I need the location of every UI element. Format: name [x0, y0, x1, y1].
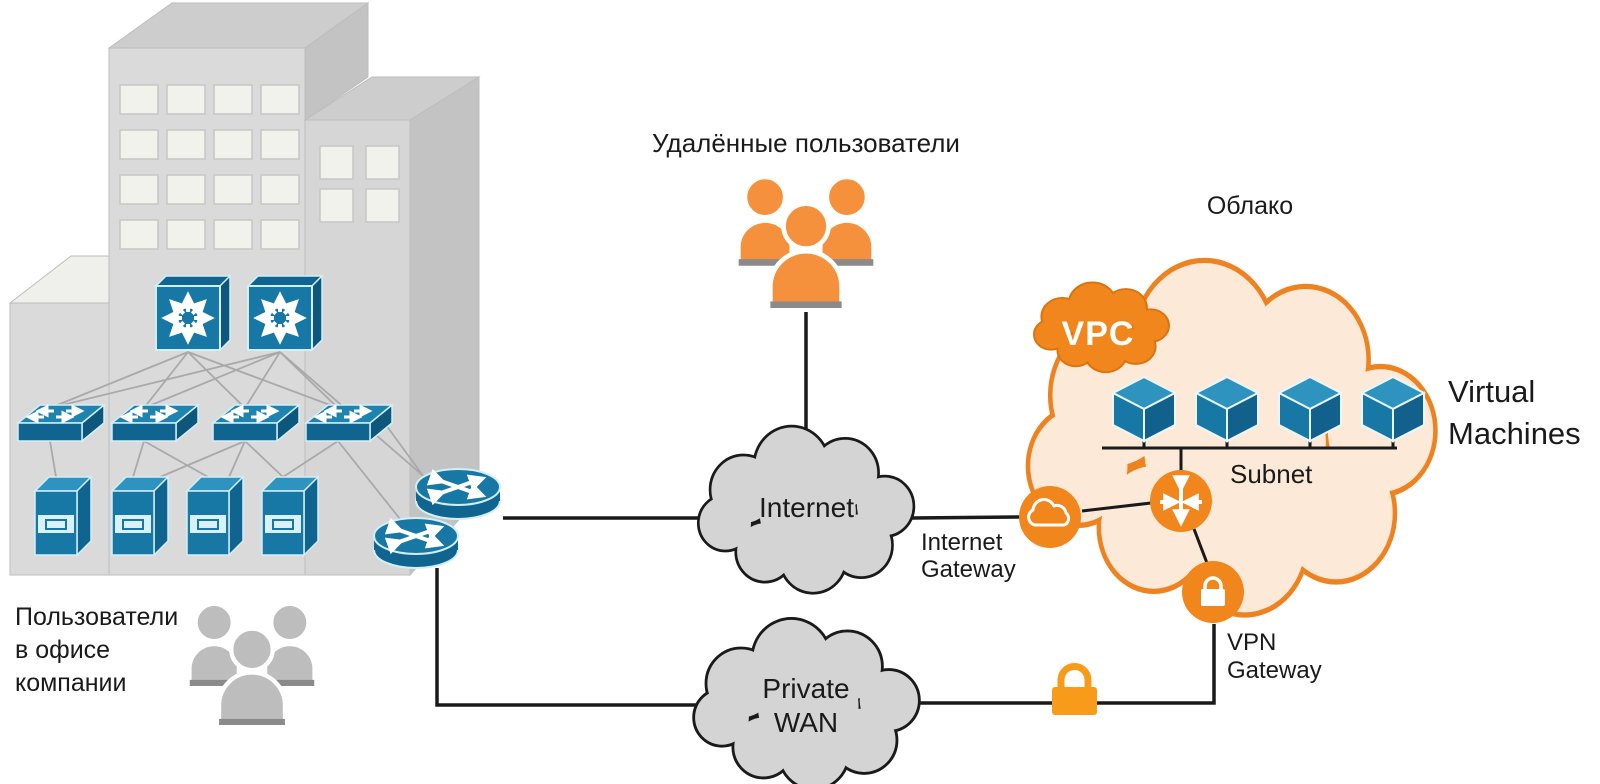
router-icon	[374, 518, 458, 568]
server-icon	[261, 476, 319, 556]
link-private-wan-vpn-gateway	[916, 624, 1216, 705]
internet-gateway-label: Internet Gateway	[921, 529, 1016, 583]
building-windows	[119, 84, 400, 250]
core-switch-icon	[248, 276, 322, 350]
remote-users-icon	[739, 177, 874, 308]
vpc-internal-links	[1081, 441, 1397, 564]
vpn-gateway-icon	[1182, 561, 1244, 623]
core-switch-icon	[156, 276, 230, 350]
wan-lock-icon	[1052, 663, 1097, 715]
vpc-router-icon	[1150, 470, 1212, 532]
internet-cloud-label: Internet	[759, 492, 854, 523]
office-users-label: Пользователи в офисе компании	[15, 603, 179, 697]
server-icon	[111, 476, 169, 556]
subnet-label: Subnet	[1230, 459, 1313, 489]
wan-links	[435, 312, 1216, 707]
vpc-badge-label: VPC	[1061, 315, 1135, 353]
private-wan-label: Private WAN	[762, 673, 850, 738]
router-icon	[416, 469, 500, 519]
link-internet-gateway	[911, 515, 1022, 520]
virtual-machines-label: Virtual Machines	[1448, 374, 1581, 451]
vpn-gateway-label: VPN Gateway	[1227, 629, 1322, 684]
internet-gateway-icon	[1019, 486, 1081, 548]
link-vpc-router-vpn-gateway	[1192, 528, 1209, 564]
remote-users-label: Удалённые пользователи	[652, 128, 960, 158]
server-icon	[186, 476, 244, 556]
link-internet-gateway-vpc-router	[1081, 501, 1152, 513]
link-router-private-wan	[435, 568, 697, 707]
server-icon	[34, 476, 92, 556]
cloud-title-label: Облако	[1206, 192, 1294, 220]
office-users-icon	[190, 604, 314, 725]
